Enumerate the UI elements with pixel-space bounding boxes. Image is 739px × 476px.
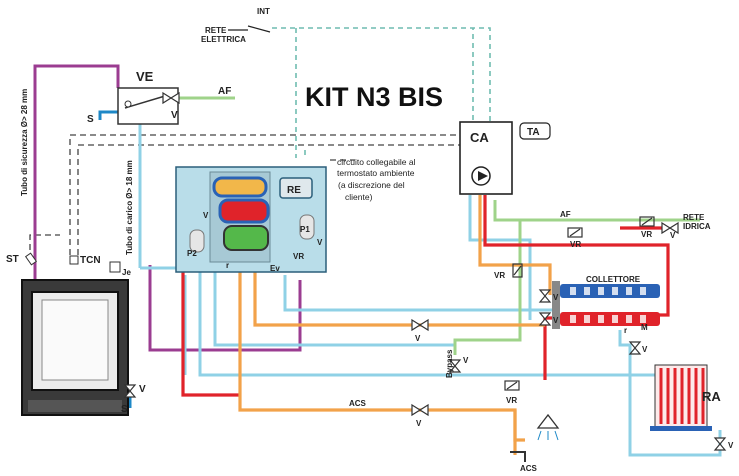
label-re: RE [287, 185, 301, 196]
label-st: ST [6, 254, 19, 265]
label-acs-out: ACS [520, 464, 538, 473]
label-vr-kit: VR [293, 252, 304, 261]
tap [510, 451, 526, 462]
label-v-acs: V [416, 419, 422, 428]
label-vr-1: VR [570, 240, 581, 249]
af-pipes [178, 96, 700, 355]
label-acs: ACS [349, 399, 367, 408]
label-v-kit: V [203, 211, 209, 220]
note-line-2: termostato ambiente [337, 168, 415, 178]
label-ev: Ev [270, 264, 280, 273]
label-v-coll-3: V [642, 345, 648, 354]
electric-lines [272, 27, 491, 158]
control-lines [29, 134, 460, 260]
label-vr-4: VR [506, 396, 517, 405]
label-v-coll-1: V [553, 293, 559, 302]
note-line-4: cliente) [345, 192, 373, 202]
label-v-coll-2: V [553, 316, 559, 325]
manifold [552, 281, 660, 329]
label-ta: TA [527, 127, 540, 138]
label-ca: CA [470, 130, 489, 145]
st-valve [24, 252, 38, 266]
label-rete-elettrica: RETE [205, 26, 227, 35]
note-line-1: circuito collegabile al [337, 157, 416, 167]
label-p2: P2 [187, 249, 197, 258]
diagram-title: KIT N3 BIS [305, 82, 443, 112]
label-int: INT [257, 7, 270, 16]
label-v-kit-2: V [317, 238, 323, 247]
label-vr-2: VR [641, 230, 652, 239]
label-p1: P1 [300, 225, 310, 234]
expansion-vessel [117, 87, 179, 125]
electric-switch [228, 25, 271, 33]
valves [123, 91, 727, 451]
label-m: M [641, 323, 648, 332]
warm-pipes [238, 195, 552, 455]
note-line-3: (a discrezione del [338, 180, 405, 190]
ca-box [459, 121, 551, 195]
label-tcn: TCN [80, 255, 101, 266]
cold-water-pipes [138, 120, 722, 457]
tcn-sensor [69, 255, 79, 265]
label-rete-idrica-2: IDRICA [683, 222, 711, 231]
label-v-mid-1: V [415, 334, 421, 343]
label-v-boiler: V [139, 384, 146, 395]
label-v-bypass: V [463, 356, 469, 365]
label-s-bottom: S [121, 404, 128, 415]
label-s-top: S [87, 114, 94, 125]
label-rete-elettrica-2: ELETTRICA [201, 35, 246, 44]
label-r-coll: r [624, 326, 627, 335]
label-bypass: Bypass [445, 349, 454, 378]
label-load-pipe: Tubo di carico Ø> 18 mm [125, 160, 134, 255]
shower [536, 413, 560, 441]
label-collettore: COLLETTORE [586, 275, 641, 284]
label-r: r [226, 261, 229, 270]
radiator [650, 364, 712, 431]
label-v-ra: V [728, 441, 734, 450]
kit-box [175, 166, 327, 273]
label-ra: RA [702, 389, 721, 404]
label-ve: VE [136, 69, 154, 84]
boiler [21, 279, 129, 416]
label-vr-3: VR [494, 271, 505, 280]
check-valves [504, 216, 655, 391]
label-af: AF [218, 86, 231, 97]
label-v-ve: V [171, 110, 178, 121]
safety-pipe [33, 64, 302, 352]
label-rete-idrica: RETE [683, 213, 705, 222]
ve-overflow [98, 110, 118, 120]
label-safety-pipe: Tubo di sicurezza Ø> 28 mm [20, 89, 29, 196]
label-je: Je [122, 268, 131, 277]
label-af-right: AF [560, 210, 571, 219]
label-v-idrica: V [670, 231, 676, 240]
je-sensor [109, 261, 121, 273]
